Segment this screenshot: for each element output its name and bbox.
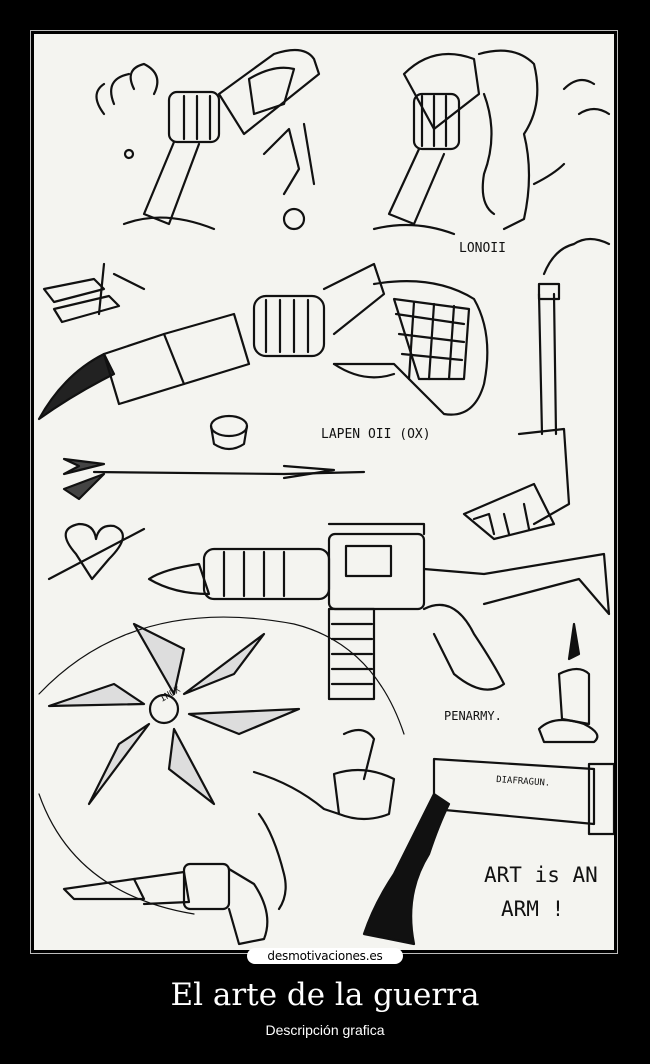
pen-nib-shuriken-drawing: [38, 616, 405, 915]
pencil-bullets-drawing: [42, 262, 146, 324]
marker-rifle-drawing: [147, 522, 611, 701]
label-lonchi: LONOII: [459, 241, 506, 256]
label-art-line1: ART is AN: [484, 863, 598, 887]
paintbrush-revolver-drawing: [37, 262, 489, 421]
site-watermark: desmotivaciones.es: [247, 948, 403, 964]
label-art-line2: ARM !: [501, 897, 564, 921]
poster-title: El arte de la guerra: [170, 977, 480, 1013]
weapons-sketch-artwork: LONOII LAPEN OII (OX) INOX PENARMY. DIAF…: [34, 34, 614, 950]
paint-arrow-drawing: [62, 457, 366, 501]
melting-candle-drawing: [537, 622, 599, 744]
label-penarmy: PENARMY.: [444, 709, 502, 723]
walking-revolver-drawing: [372, 49, 611, 236]
pencil-revolver-drawing: [62, 862, 269, 946]
heart-arrow-drawing: [47, 522, 146, 581]
chimney-pistol-drawing: [462, 237, 611, 541]
tap-pipe-drawing: [252, 728, 396, 911]
ink-bottle-drawing: [209, 414, 249, 451]
ink-tube-gun-drawing: [362, 757, 614, 946]
poster-caption: Descripción grafica: [265, 1022, 385, 1038]
revolver-in-grass-drawing: [95, 48, 321, 231]
label-diafragun: DIAFRAGUN.: [496, 775, 551, 789]
label-lapen: LAPEN OII (OX): [321, 427, 431, 442]
